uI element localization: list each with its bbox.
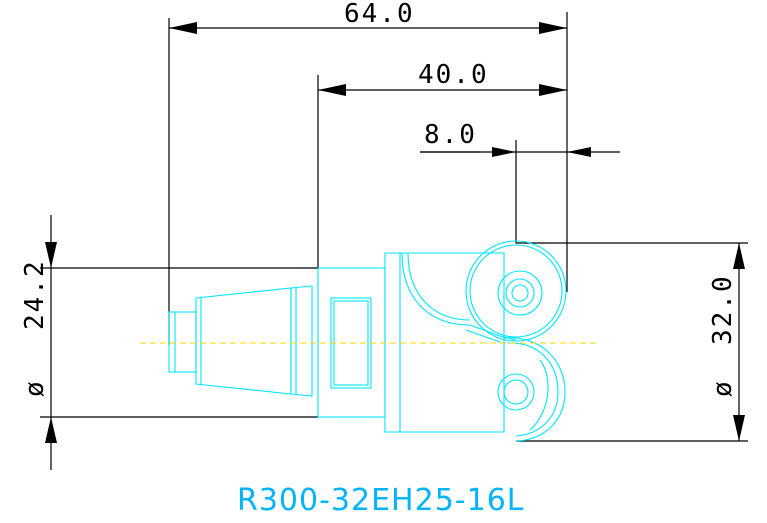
dimension-head-length-label: 40.0 bbox=[418, 60, 489, 90]
head-diameter-symbol: ø bbox=[708, 379, 738, 397]
part-number-label: R300-32EH25-16L bbox=[237, 483, 525, 518]
dimension-head-length: 40.0 bbox=[317, 60, 567, 268]
dimension-overall-length: 64.0 bbox=[168, 0, 568, 345]
dimension-head-diameter: 32.0 ø bbox=[516, 242, 748, 442]
cutter-outline bbox=[168, 240, 567, 442]
dimension-offset: 8.0 bbox=[420, 120, 620, 243]
dimension-shank-diameter: 24.2 ø bbox=[20, 215, 318, 470]
dimension-head-diameter-label: 32.0 bbox=[708, 274, 738, 345]
dimension-overall-length-label: 64.0 bbox=[344, 0, 415, 29]
dimension-offset-label: 8.0 bbox=[424, 120, 477, 150]
shank-diameter-symbol: ø bbox=[20, 379, 50, 397]
dimension-shank-diameter-label: 24.2 bbox=[20, 259, 50, 330]
